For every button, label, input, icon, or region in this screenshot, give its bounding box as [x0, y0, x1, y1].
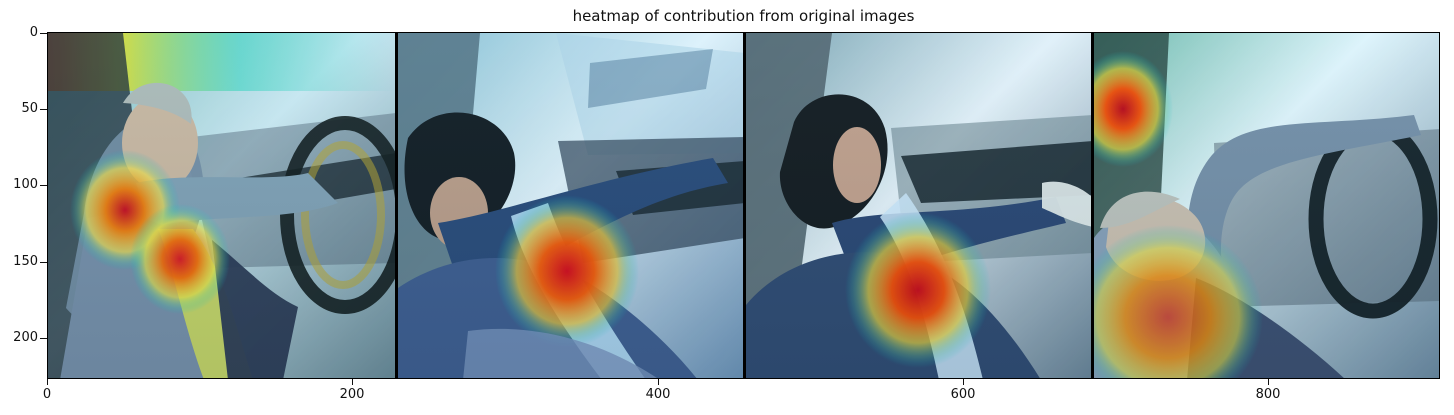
- panel-divider: [1091, 33, 1094, 378]
- y-tick-label: 50: [21, 101, 38, 116]
- driver-image-3-art: [746, 33, 1093, 378]
- y-tick-mark: [40, 33, 47, 34]
- driver-image-3: [746, 33, 1093, 378]
- x-tick-mark: [963, 379, 964, 385]
- x-tick-label: 800: [1255, 387, 1281, 402]
- x-tick-label: 400: [645, 387, 671, 402]
- driver-image-4-art: [1094, 33, 1439, 378]
- x-tick-label: 0: [42, 387, 52, 402]
- driver-image-4: [1094, 33, 1439, 378]
- y-tick-mark: [40, 338, 47, 339]
- x-tick-label: 600: [950, 387, 976, 402]
- figure-title: heatmap of contribution from original im…: [572, 7, 915, 25]
- y-tick-label: 200: [13, 330, 38, 345]
- y-tick-label: 150: [13, 254, 38, 269]
- driver-image-2: [398, 33, 745, 378]
- y-tick-label: 100: [13, 177, 38, 192]
- x-tick-label: 200: [339, 387, 365, 402]
- x-tick-mark: [47, 379, 48, 385]
- y-tick-mark: [40, 262, 47, 263]
- driver-image-1-art: [48, 33, 396, 378]
- panel-divider: [743, 33, 746, 378]
- panel-divider: [395, 33, 398, 378]
- y-tick-label: 0: [29, 25, 38, 40]
- driver-image-1: [48, 33, 396, 378]
- x-tick-mark: [658, 379, 659, 385]
- y-tick-mark: [40, 185, 47, 186]
- x-tick-mark: [1268, 379, 1269, 385]
- driver-image-2-art: [398, 33, 745, 378]
- image-axes: [47, 32, 1440, 379]
- y-tick-mark: [40, 109, 47, 110]
- x-tick-mark: [352, 379, 353, 385]
